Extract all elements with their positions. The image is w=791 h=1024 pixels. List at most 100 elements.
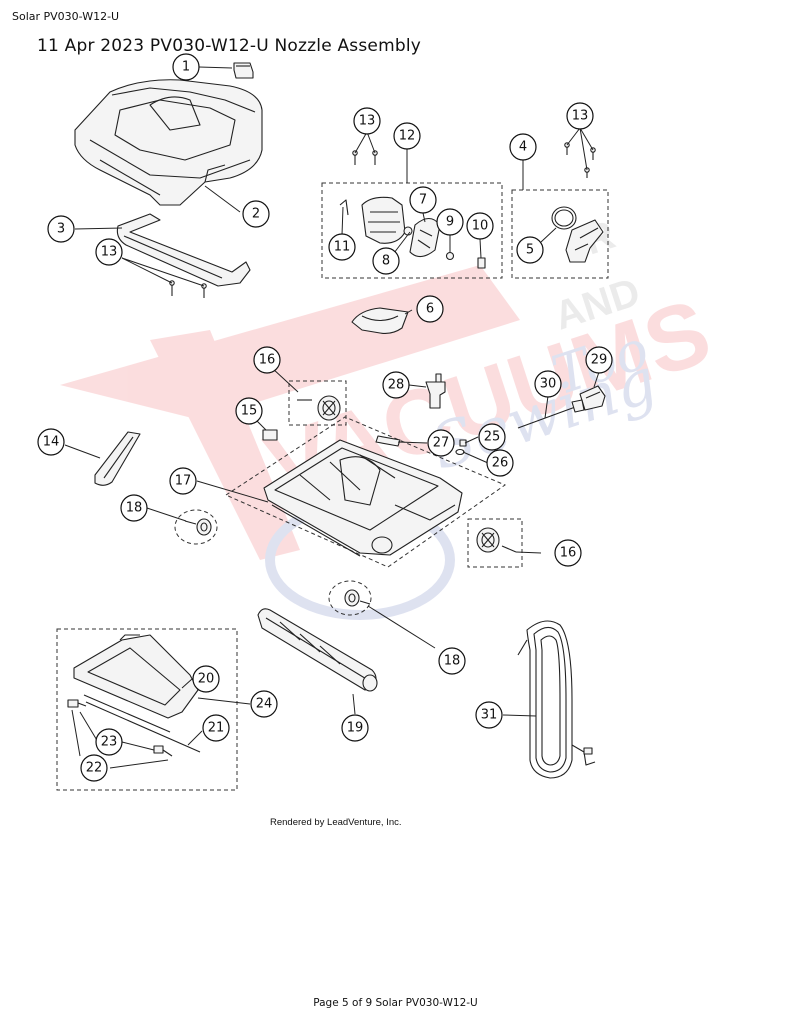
part-switch-block (425, 373, 446, 409)
callout-8: 8 (372, 247, 400, 275)
group-box-12 (321, 182, 503, 279)
svg-text:10: 10 (472, 219, 489, 234)
part-power-switch (579, 385, 606, 411)
group-box-18b (328, 580, 372, 616)
part-wheel-a (297, 395, 341, 421)
svg-text:24: 24 (256, 697, 273, 712)
callout-21: 21 (202, 714, 230, 742)
svg-text:29: 29 (591, 353, 608, 368)
part-bumper (116, 213, 251, 287)
callout-7: 7 (409, 186, 437, 214)
callout-30: 30 (534, 370, 562, 398)
callout-18-left: 18 (120, 494, 148, 522)
part-hood (74, 79, 263, 206)
callout-14: 14 (37, 428, 65, 456)
svg-text:9: 9 (446, 215, 454, 230)
callout-12: 12 (393, 122, 421, 150)
part-brushroll (257, 608, 378, 692)
part-bearing-a (184, 518, 212, 536)
group-box-18a (174, 509, 218, 545)
callout-6: 6 (416, 295, 444, 323)
svg-text:18: 18 (444, 654, 461, 669)
callout-4: 4 (509, 133, 537, 161)
callout-20: 20 (192, 665, 220, 693)
svg-text:13: 13 (572, 109, 589, 124)
part-wheel-b (476, 527, 517, 553)
callout-13-left: 13 (95, 238, 123, 266)
svg-text:2: 2 (252, 207, 260, 222)
document-code: Solar PV030-W12-U (12, 10, 120, 23)
leader-lines (64, 66, 600, 769)
svg-text:15: 15 (241, 404, 258, 419)
svg-text:20: 20 (198, 672, 215, 687)
svg-text:7: 7 (419, 193, 427, 208)
callout-19: 19 (341, 714, 369, 742)
part-bearing-b (344, 589, 371, 607)
svg-text:30: 30 (540, 377, 557, 392)
svg-text:22: 22 (86, 761, 103, 776)
svg-text:23: 23 (101, 735, 118, 750)
callout-5: 5 (516, 236, 544, 264)
group-box-24 (56, 628, 238, 791)
part-clip (262, 429, 278, 441)
part-base (263, 439, 463, 557)
group-box-16b (467, 518, 523, 568)
callout-16-right: 16 (554, 539, 582, 567)
group-box-17 (224, 416, 507, 568)
callout-16-top: 16 (253, 346, 281, 374)
part-motor-cover (351, 307, 409, 334)
svg-text:14: 14 (43, 435, 60, 450)
callout-10: 10 (466, 212, 494, 240)
callout-9: 9 (436, 208, 464, 236)
page-footer: Page 5 of 9 Solar PV030-W12-U (313, 997, 478, 1009)
callout-13-right: 13 (566, 102, 594, 130)
part-bottom-plate (73, 634, 199, 733)
svg-text:21: 21 (208, 721, 225, 736)
callout-25: 25 (478, 423, 506, 451)
svg-text:13: 13 (359, 114, 376, 129)
part-belt-cover-group (551, 206, 604, 263)
part-handle-strap (94, 431, 141, 486)
svg-text:6: 6 (426, 302, 434, 317)
part-switch (233, 62, 254, 79)
svg-text:16: 16 (259, 353, 276, 368)
svg-text:26: 26 (492, 456, 509, 471)
callout-23: 23 (95, 728, 123, 756)
part-belt (517, 620, 596, 779)
svg-text:4: 4 (519, 140, 527, 155)
callout-31: 31 (475, 701, 503, 729)
page-title: 11 Apr 2023 PV030-W12-U Nozzle Assembly (37, 36, 421, 56)
callout-3: 3 (47, 215, 75, 243)
callout-26: 26 (486, 449, 514, 477)
svg-text:25: 25 (484, 430, 501, 445)
svg-text:27: 27 (433, 436, 450, 451)
callout-27: 27 (427, 429, 455, 457)
part-rod (517, 399, 585, 429)
svg-text:1: 1 (182, 60, 190, 75)
svg-text:11: 11 (334, 240, 351, 255)
svg-text:19: 19 (347, 721, 364, 736)
callout-29: 29 (585, 346, 613, 374)
svg-text:16: 16 (560, 546, 577, 561)
group-box-16a (288, 380, 347, 426)
callout-15: 15 (235, 397, 263, 425)
svg-text:28: 28 (388, 378, 405, 393)
callout-18-right: 18 (438, 647, 466, 675)
svg-text:13: 13 (101, 245, 118, 260)
svg-text:12: 12 (399, 129, 416, 144)
callout-22: 22 (80, 754, 108, 782)
svg-text:8: 8 (382, 254, 390, 269)
callout-13-middle: 13 (353, 107, 381, 135)
group-box-4 (511, 189, 609, 279)
part-small-hardware (375, 435, 467, 456)
callout-11: 11 (328, 233, 356, 261)
render-credit: Rendered by LeadVenture, Inc. (270, 817, 402, 828)
callout-2: 2 (242, 200, 270, 228)
svg-text:31: 31 (481, 708, 498, 723)
callout-1: 1 (172, 53, 200, 81)
callout-24: 24 (250, 690, 278, 718)
svg-text:18: 18 (126, 501, 143, 516)
part-brush-strip (85, 701, 201, 753)
svg-text:17: 17 (175, 474, 192, 489)
